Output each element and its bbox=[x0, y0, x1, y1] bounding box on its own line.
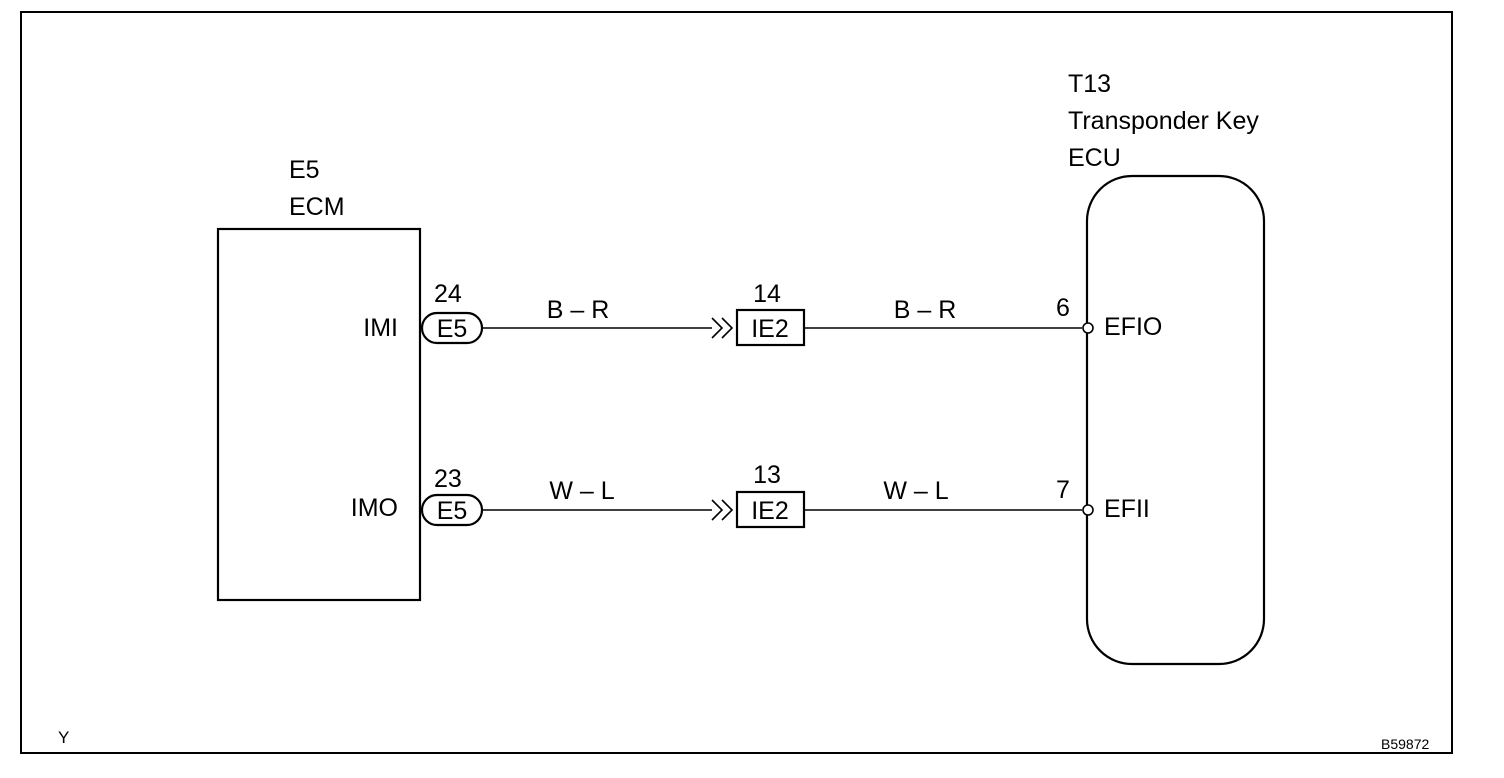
junction-connector-label: IE2 bbox=[751, 497, 789, 525]
ecu-box bbox=[1085, 174, 1266, 666]
wire-terminal-chevron bbox=[711, 499, 734, 521]
ecu-name-line1: Transponder Key bbox=[1068, 107, 1259, 135]
junction-connector-label: IE2 bbox=[751, 315, 789, 343]
wire-color-label: B – R bbox=[547, 296, 610, 324]
junction-pin-number: 14 bbox=[753, 280, 781, 308]
diagram-frame bbox=[20, 11, 1453, 754]
ecm-name: ECM bbox=[289, 193, 345, 221]
ecm-code: E5 bbox=[289, 156, 320, 184]
ecu-name-line2: ECU bbox=[1068, 144, 1121, 172]
ecm-box bbox=[216, 227, 422, 602]
ecu-terminal-efio: EFIO bbox=[1104, 313, 1162, 341]
ecu-pin-terminal bbox=[1082, 322, 1094, 334]
ecu-code: T13 bbox=[1068, 70, 1111, 98]
ecm-pin-number-24: 24 bbox=[434, 280, 462, 308]
wire-color-label: B – R bbox=[894, 296, 957, 324]
ecm-pin-number-23: 23 bbox=[434, 465, 462, 493]
ecu-terminal-efii: EFII bbox=[1104, 495, 1150, 523]
junction-connector-box bbox=[735, 308, 806, 347]
corner-mark: Y bbox=[58, 728, 69, 747]
ecm-terminal-imo: IMO bbox=[351, 494, 398, 522]
ecu-pin-terminal bbox=[1082, 504, 1094, 516]
junction-pin-number: 13 bbox=[753, 461, 781, 489]
wire-terminal-chevron bbox=[711, 317, 734, 339]
figure-code: B59872 bbox=[1381, 736, 1429, 752]
ecm-connector-label: E5 bbox=[437, 315, 468, 343]
ecu-pin-number-7: 7 bbox=[1056, 476, 1070, 504]
ecm-connector-label: E5 bbox=[437, 497, 468, 525]
wire-color-label: W – L bbox=[549, 477, 614, 505]
wire-color-label: W – L bbox=[883, 477, 948, 505]
ecm-terminal-imi: IMI bbox=[363, 314, 398, 342]
ecu-pin-number-6: 6 bbox=[1056, 294, 1070, 322]
